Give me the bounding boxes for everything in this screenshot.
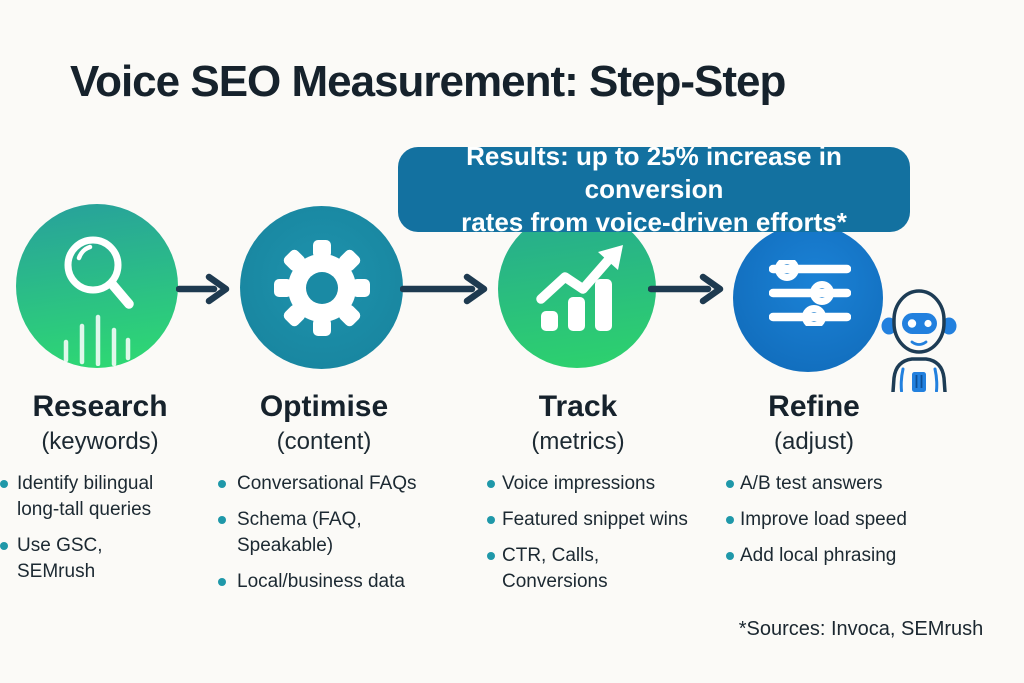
bullet-text: Improve load speed	[740, 509, 907, 530]
bullet-item: Schema (FAQ, Speakable)	[218, 507, 429, 559]
step-circle-optimise	[240, 206, 403, 369]
step-track: Track (metrics) Voice impressions Featur…	[467, 390, 689, 605]
bullet-text: Use GSC, SEMrush	[17, 535, 103, 582]
step-optimise: Optimise (content) Conversational FAQs S…	[218, 390, 430, 605]
step-qualifier-refine: (adjust)	[773, 428, 855, 455]
step-research: Research (keywords) Identify bilingual l…	[0, 390, 200, 595]
bullet-text: Add local phrasing	[740, 545, 897, 566]
magnifier-bars-icon	[63, 236, 134, 366]
step-qualifier-research: (keywords)	[41, 428, 159, 455]
results-line2: rates from voice-driven efforts*	[461, 207, 847, 237]
bullet-dot-icon	[218, 516, 226, 524]
step-circle-refine	[733, 224, 883, 372]
step-circle-research	[16, 204, 178, 368]
step-qualifier-track: (metrics)	[531, 428, 625, 455]
bullet-item: A/B test answers	[708, 471, 926, 497]
bullet-dot-icon	[0, 542, 8, 550]
step-title-optimise: Optimise	[259, 390, 389, 423]
step-circle-track	[498, 210, 656, 368]
arrow-right-icon	[648, 273, 724, 305]
bullet-item: Use GSC, SEMrush	[0, 533, 185, 585]
bullet-dot-icon	[218, 480, 226, 488]
bullet-list-optimise: Conversational FAQs Schema (FAQ, Speakab…	[218, 471, 430, 595]
bullet-item: Identify bilingual long-tall queries	[0, 471, 185, 523]
arrow-right-icon	[176, 273, 230, 305]
bullet-item: Local/business data	[218, 569, 429, 595]
bullet-text: Conversational FAQs	[237, 473, 417, 494]
bullet-item: Featured snippet wins	[467, 507, 702, 533]
bullet-item: Add local phrasing	[708, 543, 926, 569]
bullet-item: Voice impressions	[467, 471, 702, 497]
step-title-track: Track	[538, 390, 618, 423]
bullet-item: CTR, Calls, Conversions	[467, 543, 702, 595]
results-line1: up to 25% increase in conversion	[568, 141, 842, 204]
page-title: Voice SEO Measurement: Step-Step	[70, 57, 786, 106]
step-title-research: Research	[32, 390, 168, 423]
bullet-dot-icon	[726, 516, 734, 524]
results-banner-text: Results: up to 25% increase in conversio…	[398, 140, 910, 239]
bullet-text: Local/business data	[237, 571, 405, 592]
step-qualifier-optimise: (content)	[276, 428, 372, 455]
bullet-text: A/B test answers	[740, 473, 883, 494]
bullet-list-track: Voice impressions Featured snippet wins …	[467, 471, 689, 595]
bullet-text: Featured snippet wins	[502, 509, 688, 530]
bullet-dot-icon	[0, 480, 8, 488]
bullet-text: Voice impressions	[502, 473, 656, 494]
bullet-list-refine: A/B test answers Improve load speed Add …	[708, 471, 920, 569]
bullet-text: Identify bilingual long-tall queries	[17, 473, 154, 520]
gear-icon	[274, 240, 370, 336]
bullet-dot-icon	[726, 480, 734, 488]
bullet-dot-icon	[487, 552, 495, 560]
bullet-item: Conversational FAQs	[218, 471, 429, 497]
step-title-refine: Refine	[768, 390, 860, 423]
sliders-icon	[769, 260, 851, 326]
results-banner: Results: up to 25% increase in conversio…	[398, 141, 910, 237]
results-label: Results:	[466, 141, 569, 171]
bullet-list-research: Identify bilingual long-tall queries Use…	[0, 471, 200, 585]
sources-footnote: *Sources: Invoca, SEMrush	[738, 618, 984, 640]
bullet-text: Schema (FAQ, Speakable)	[237, 509, 362, 556]
bullet-text: CTR, Calls, Conversions	[502, 545, 608, 592]
bullet-dot-icon	[487, 516, 495, 524]
bullet-dot-icon	[726, 552, 734, 560]
bullet-dot-icon	[487, 480, 495, 488]
robot-icon	[881, 289, 957, 392]
arrow-right-icon	[400, 273, 488, 305]
step-refine: Refine (adjust) A/B test answers Improve…	[708, 390, 920, 579]
trend-chart-icon	[536, 245, 623, 331]
bullet-item: Improve load speed	[708, 507, 926, 533]
bullet-dot-icon	[218, 578, 226, 586]
